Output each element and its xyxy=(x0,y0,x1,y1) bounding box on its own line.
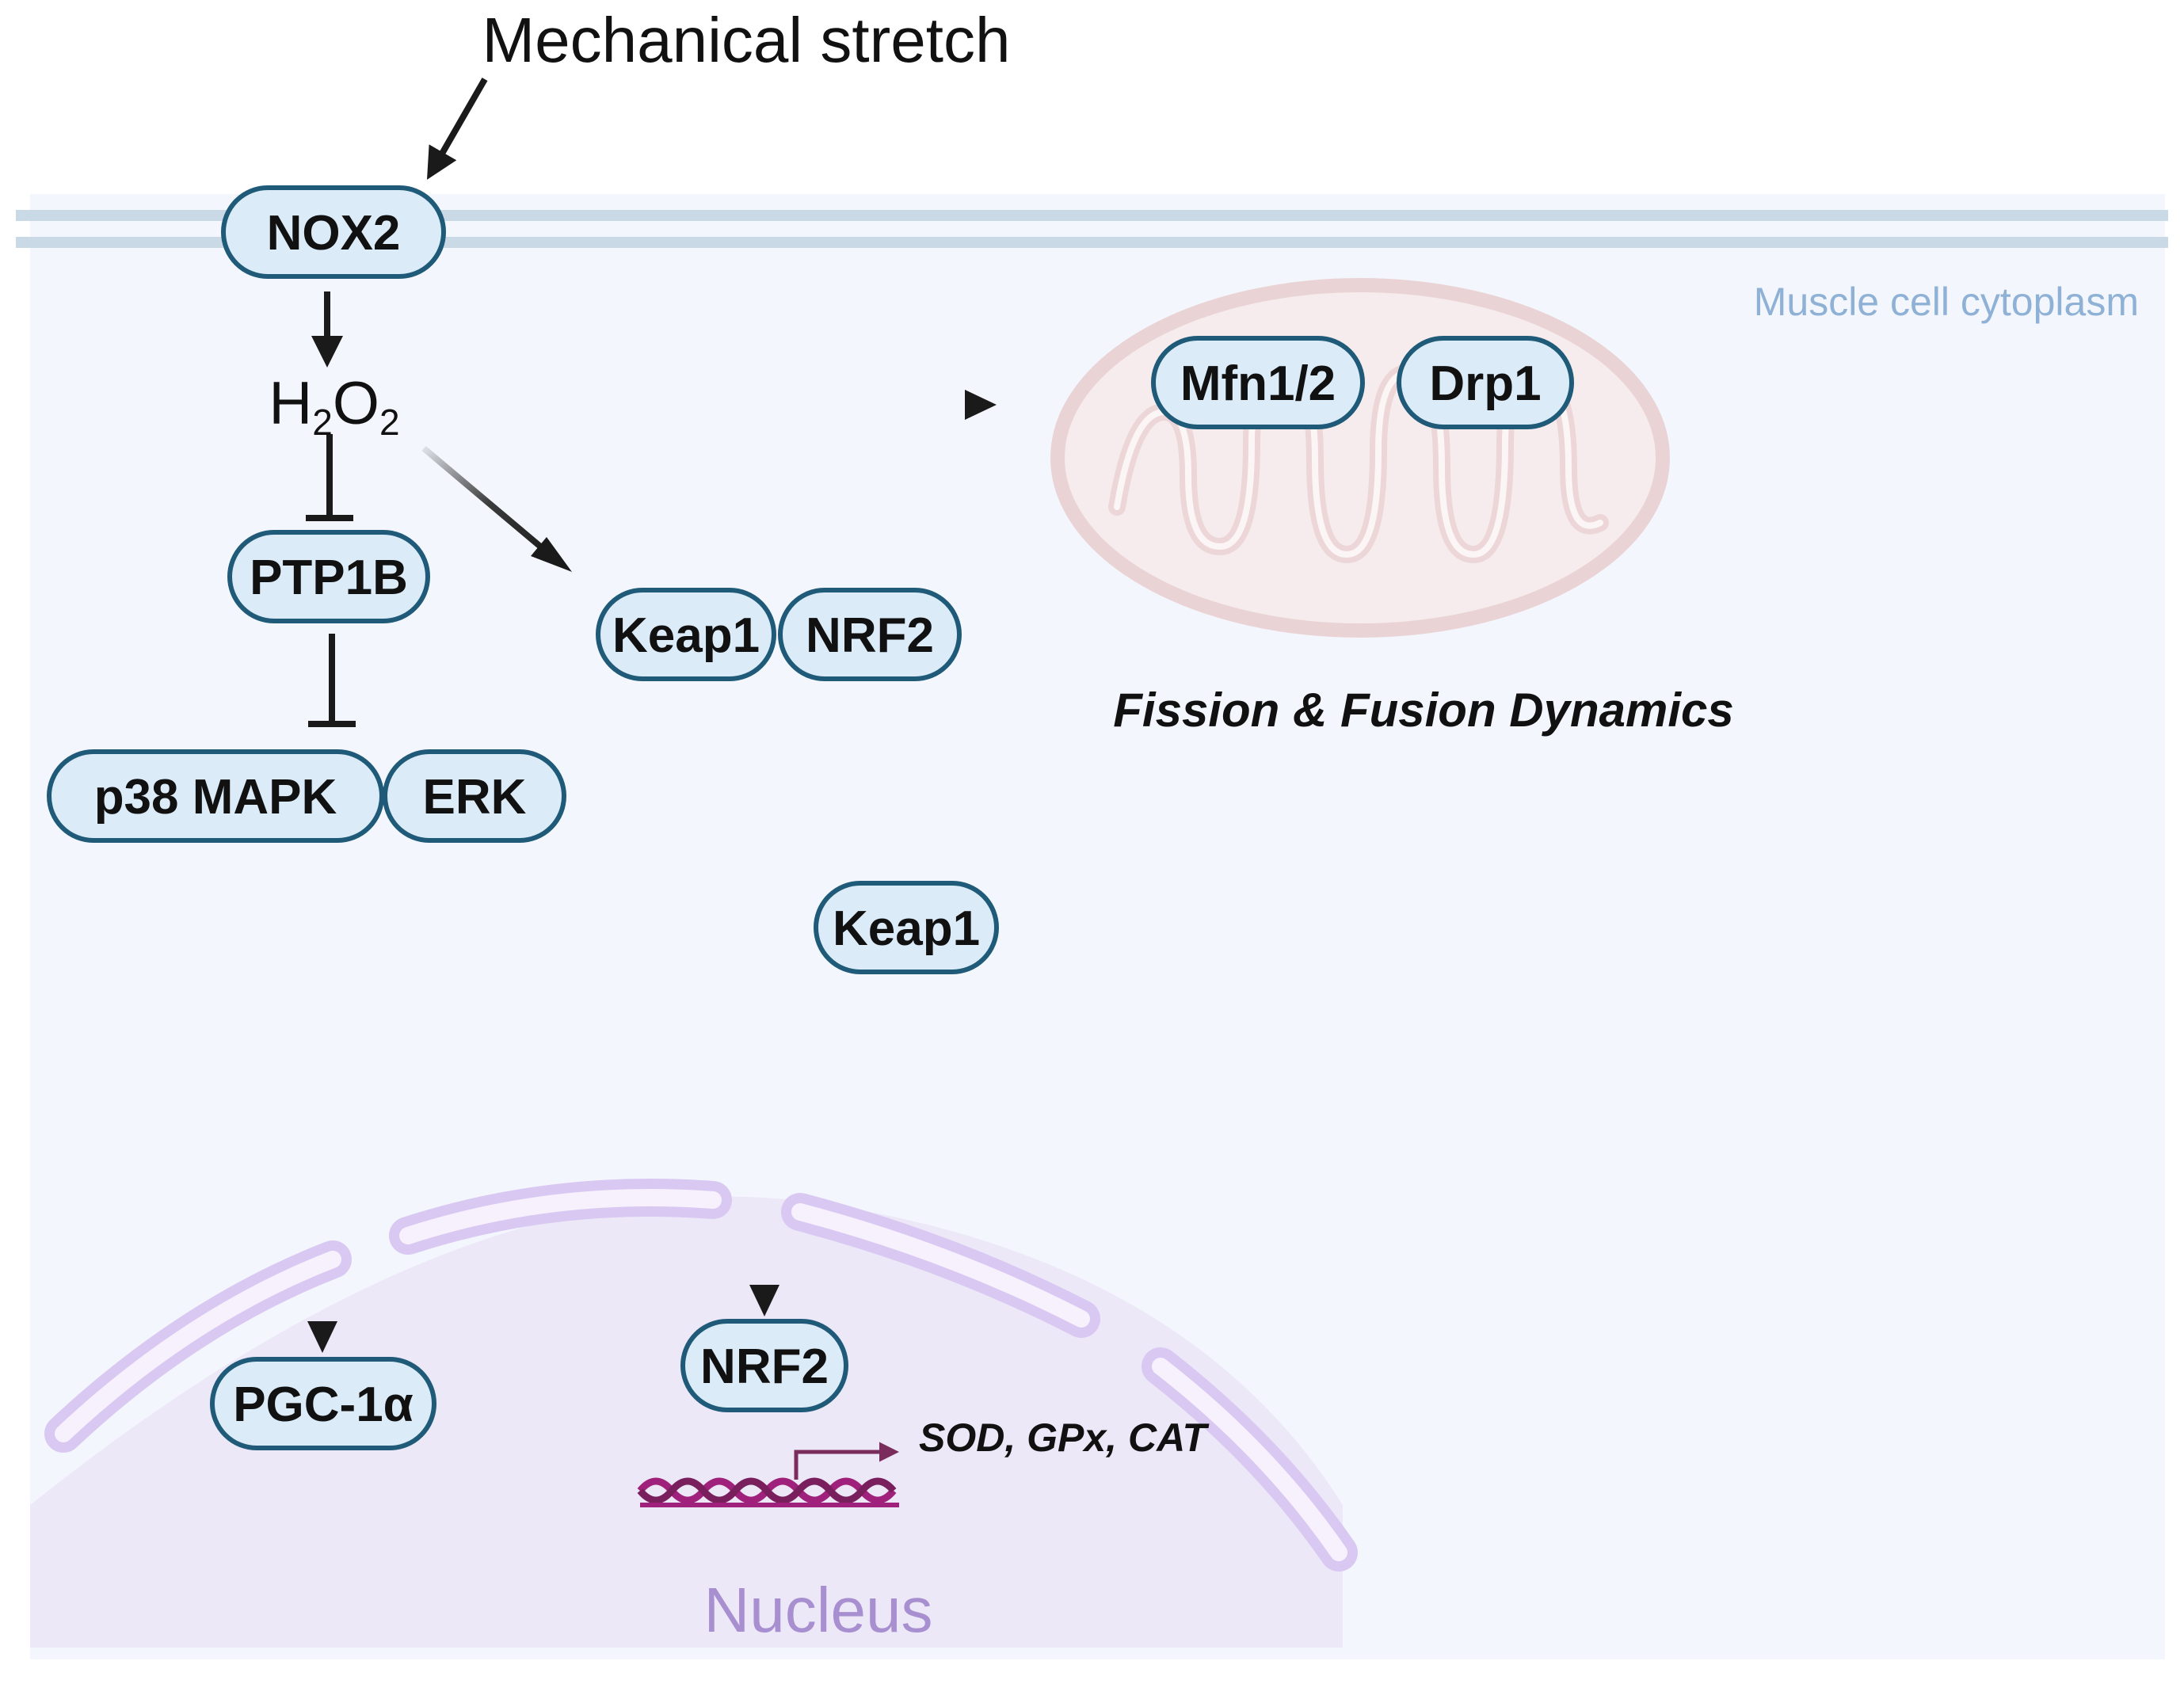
svg-text:Keap1: Keap1 xyxy=(833,901,980,956)
inhibit-ptp1b-mapk xyxy=(308,634,356,727)
transcription-start-arrow xyxy=(794,1442,899,1480)
mitochondrion xyxy=(1050,278,1670,638)
protein-keap1-free: Keap1 xyxy=(814,881,999,974)
arrow-stretch-to-nox2 xyxy=(427,78,488,180)
target-genes-label: SOD, GPx, CAT xyxy=(919,1415,1210,1460)
dynamics-label: Fission & Fusion Dynamics xyxy=(1113,684,1734,737)
svg-text:NRF2: NRF2 xyxy=(700,1339,829,1394)
svg-text:Keap1: Keap1 xyxy=(612,608,760,663)
protein-mfn1-2: Mfn1/2 xyxy=(1151,336,1365,429)
svg-text:ERK: ERK xyxy=(423,770,527,825)
svg-text:PGC-1α: PGC-1α xyxy=(233,1377,414,1432)
h2o2-label: H2O2 xyxy=(269,370,399,443)
stimulus-label: Mechanical stretch xyxy=(482,5,1011,75)
inhibit-h2o2-ptp1b xyxy=(306,434,353,521)
nucleus-label: Nucleus xyxy=(703,1575,932,1645)
svg-text:NOX2: NOX2 xyxy=(267,206,401,261)
svg-text:H2O2: H2O2 xyxy=(269,370,399,443)
svg-text:Drp1: Drp1 xyxy=(1429,356,1541,411)
protein-drp1: Drp1 xyxy=(1397,336,1574,429)
arrows xyxy=(306,78,997,1353)
cytoplasm-label: Muscle cell cytoplasm xyxy=(1754,280,2139,324)
protein-ptp1b: PTP1B xyxy=(227,530,430,623)
protein-nrf2-nuclear: NRF2 xyxy=(680,1319,848,1412)
nucleus xyxy=(30,1179,1358,1648)
protein-p38-mapk: p38 MAPK xyxy=(47,749,384,843)
protein-keap1-complex: Keap1 xyxy=(596,588,776,681)
svg-text:PTP1B: PTP1B xyxy=(250,551,408,605)
arrow-h2o2-to-keap1-nrf2 xyxy=(421,445,557,562)
protein-pgc1a: PGC-1α xyxy=(210,1357,436,1450)
protein-erk: ERK xyxy=(383,749,566,843)
protein-nrf2-complex: NRF2 xyxy=(778,588,962,681)
svg-text:p38 MAPK: p38 MAPK xyxy=(94,770,337,825)
svg-text:Mfn1/2: Mfn1/2 xyxy=(1180,356,1336,411)
dna-helix-icon xyxy=(637,1477,899,1507)
protein-nox2: NOX2 xyxy=(221,185,446,279)
svg-text:NRF2: NRF2 xyxy=(806,608,934,663)
